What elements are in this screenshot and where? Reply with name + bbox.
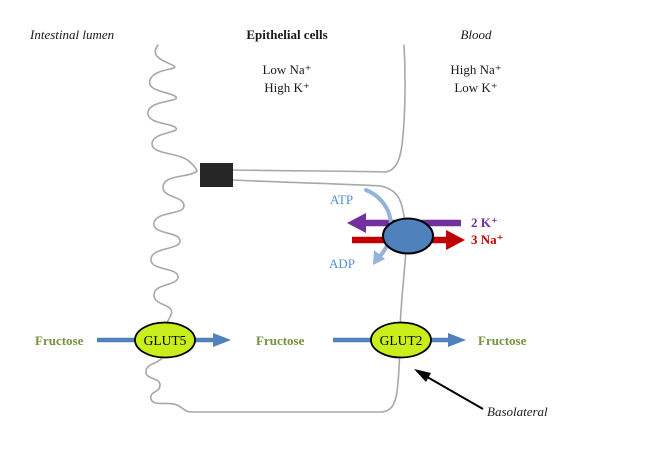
fructose-arrow-apical-head: [213, 333, 231, 347]
tight-junction-upper-line: [232, 169, 387, 173]
basolateral-annotation-label: Basolateral: [487, 404, 548, 419]
epithelium-high-k-label: High K⁺: [264, 80, 310, 95]
region-label-intestinal-lumen: Intestinal lumen: [30, 27, 115, 42]
apical-membrane-path: [145, 44, 198, 413]
atp-label: ATP: [330, 192, 354, 207]
basolateral-pointer-head: [414, 369, 431, 382]
sodium-potassium-pump: [382, 217, 434, 255]
na-efflux-arrow-head: [446, 230, 465, 250]
glut5-transporter: [134, 321, 196, 359]
fructose-blood-label: Fructose: [478, 333, 527, 348]
region-label-epithelial-cells: Epithelial cells: [246, 27, 328, 42]
top-cell-boundary-path: [385, 44, 406, 173]
blood-low-k-label: Low K⁺: [454, 80, 498, 95]
fructose-cytosol-label: Fructose: [256, 333, 305, 348]
na-flux-label: 3 Na⁺: [471, 232, 504, 247]
glut5-label: GLUT5: [143, 333, 187, 348]
basolateral-membrane-path: [191, 179, 408, 413]
k-influx-arrow-head: [347, 213, 366, 233]
atp-hydrolysis-arrow-head: [373, 250, 385, 265]
region-label-blood: Blood: [460, 27, 492, 42]
fructose-arrow-basolateral-head: [448, 333, 466, 347]
tight-junction-block: [200, 163, 233, 187]
glut2-transporter: [370, 321, 432, 359]
glut2-label: GLUT2: [379, 333, 423, 348]
adp-label: ADP: [329, 256, 356, 271]
epithelium-low-na-label: Low Na⁺: [262, 62, 312, 77]
blood-high-na-label: High Na⁺: [450, 62, 502, 77]
k-flux-label: 2 K⁺: [471, 215, 498, 230]
fructose-lumen-label: Fructose: [35, 333, 84, 348]
basolateral-pointer-shaft: [421, 373, 484, 410]
